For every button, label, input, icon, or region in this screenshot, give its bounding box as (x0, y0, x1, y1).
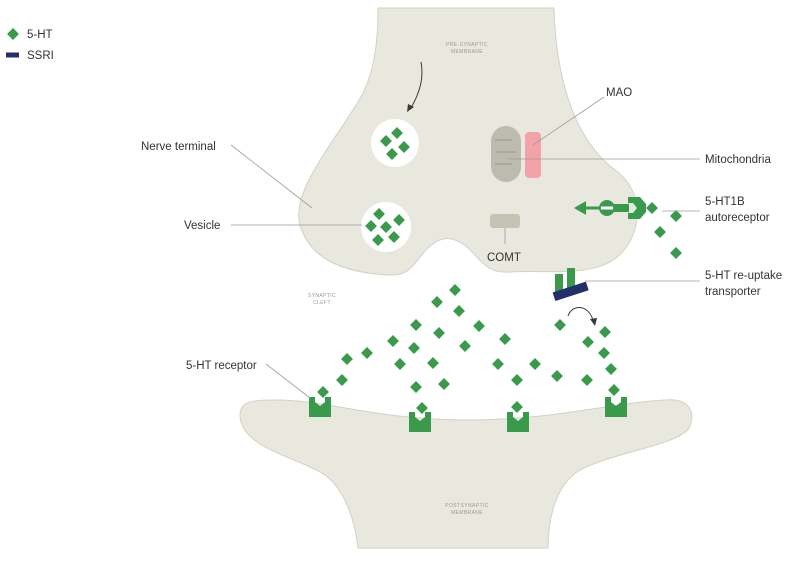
postsynaptic-membrane-label-2: MEMBRANE (451, 510, 483, 516)
comt-label: COMT (487, 252, 521, 264)
mitochondria-cristae (495, 139, 516, 165)
synaptic-cleft-label-1: SYNAPTIC (308, 293, 336, 299)
mao-label: MAO (606, 87, 632, 99)
receptor-3 (507, 412, 529, 432)
receptor-label: 5-HT receptor (186, 360, 257, 372)
synaptic-cleft-label-2: CLEFT (313, 300, 331, 306)
legend-serotonin-icon (7, 28, 19, 40)
autoreceptor-label-1: 5-HT1B (705, 196, 745, 208)
reuptake-arrow (567, 307, 597, 326)
postsynaptic-membrane-label-1: POSTSYNAPTIC (445, 503, 488, 509)
vesicle-lower (361, 202, 411, 252)
reuptake-transporter (552, 268, 589, 302)
postsynaptic-membrane (239, 399, 693, 549)
receptor-2 (409, 412, 431, 432)
mao-enzyme (525, 132, 541, 178)
mitochondria (491, 126, 521, 182)
leader-lines (230, 96, 700, 399)
mitochondria-label: Mitochondria (705, 154, 771, 166)
legend: 5-HT SSRI (6, 28, 54, 62)
vesicle-label: Vesicle (184, 220, 220, 232)
presynaptic-membrane-label-1: PRE-SYNAPTIC (446, 42, 488, 48)
transporter-label-2: transporter (705, 286, 761, 298)
legend-ssri-label: SSRI (27, 50, 54, 62)
nerve-terminal-label: Nerve terminal (141, 141, 216, 153)
autoreceptor-label-2: autoreceptor (705, 212, 770, 224)
transporter-label-1: 5-HT re-uptake (705, 270, 782, 282)
comt-enzyme (490, 214, 520, 228)
legend-serotonin-label: 5-HT (27, 29, 53, 41)
legend-ssri-icon (6, 52, 19, 58)
synthesis-arrow (407, 61, 423, 112)
vesicle-upper (371, 119, 419, 167)
receptor-4 (605, 397, 627, 417)
autoreceptor (574, 197, 646, 219)
presynaptic-membrane-label-2: MEMBRANE (451, 49, 483, 55)
receptor-1 (309, 397, 331, 417)
